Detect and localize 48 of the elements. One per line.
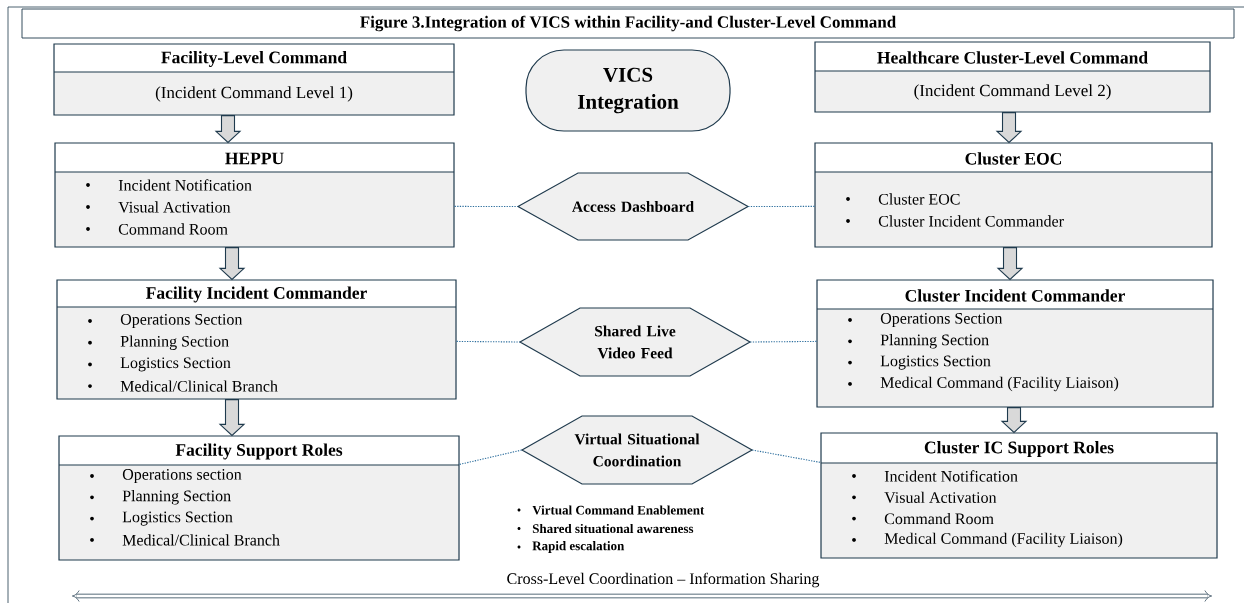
connector-line	[747, 205, 815, 208]
block-arrow	[1000, 407, 1028, 434]
bullet-item: Operations section	[90, 469, 242, 483]
connector-line	[751, 449, 821, 463]
connector-line	[456, 340, 521, 343]
bullet-item: Visual Activation	[852, 491, 997, 503]
box-heading: HEPPU	[225, 152, 284, 165]
bullet-note: Shared situational awareness	[517, 523, 694, 534]
block-arrow	[218, 247, 246, 281]
bullet-item: Medical/Clinical Branch	[90, 534, 280, 546]
bullet-item: Medical Command (Facility Liaison)	[852, 532, 1123, 548]
bullet-item: Planning Section	[848, 334, 989, 349]
bullet-item: Operations Section	[88, 314, 243, 328]
bullet-item: Medical Command (Facility Liaison)	[848, 376, 1119, 392]
bullet-item: Logistics Section	[848, 355, 991, 370]
bullet-item: Command Room	[852, 513, 994, 525]
bullet-item: Logistics Section	[88, 357, 231, 372]
connector-line	[454, 205, 519, 208]
block-arrow	[214, 115, 242, 144]
block-arrow	[995, 112, 1023, 144]
box-heading: Cluster IC Support Roles	[924, 441, 1114, 457]
box-heading: Facility Incident Commander	[146, 286, 367, 303]
title-box: Figure 3.Integration of VICS within Facility-and Cluster-Level Command	[21, 8, 1235, 39]
box-heading: Facility-Level Command	[161, 51, 347, 67]
block-arrow	[996, 247, 1024, 281]
bullet-item: Incident Notification	[852, 470, 1018, 482]
box-subtitle: (Incident Command Level 1)	[155, 86, 353, 102]
bullet-item: Medical/Clinical Branch	[88, 380, 278, 392]
bullet-item: Logistics Section	[90, 511, 233, 526]
bullet-item: Visual Activation	[86, 201, 231, 213]
bullet-note: Virtual Command Enablement	[517, 505, 705, 515]
block-arrow	[218, 399, 246, 437]
bullet-item: Planning Section	[90, 490, 231, 505]
box-heading: Healthcare Cluster-Level Command	[877, 51, 1148, 64]
bullet-item: Command Room	[86, 223, 228, 235]
box-subtitle: (Incident Command Level 2)	[914, 84, 1111, 100]
box-heading: Facility Support Roles	[175, 443, 343, 460]
connector-line	[749, 340, 817, 343]
bullet-item: Cluster Incident Commander	[846, 215, 1064, 227]
bullet-item: Incident Notification	[86, 179, 252, 191]
bullet-item: Planning Section	[88, 335, 229, 350]
connector-line	[459, 449, 523, 465]
box-heading: Cluster EOC	[965, 152, 1062, 165]
box-heading: Cluster Incident Commander	[905, 289, 1125, 302]
arrow-caption: Cross-Level Coordination – Information Sharing	[507, 572, 820, 588]
bullet-note: Rapid escalation	[517, 541, 625, 553]
bullet-item: Operations Section	[848, 313, 1003, 327]
bullet-item: Cluster EOC	[846, 193, 960, 205]
